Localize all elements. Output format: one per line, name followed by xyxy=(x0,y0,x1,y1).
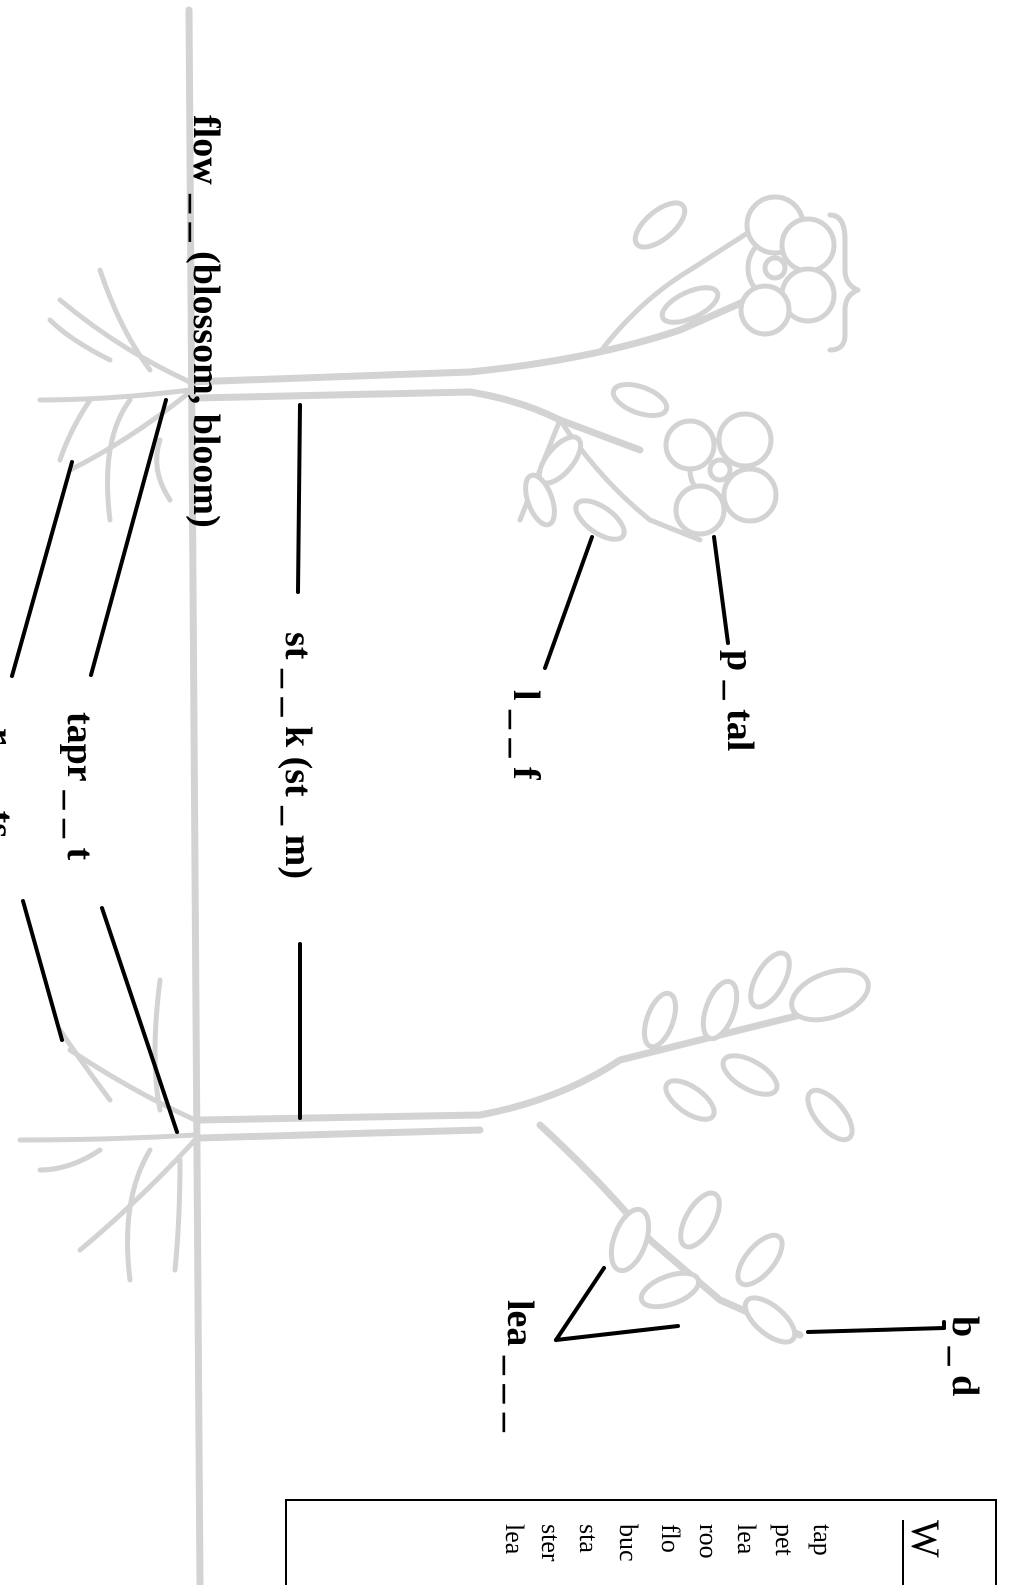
label-leaves: lea _ _ _ xyxy=(499,1300,541,1433)
flowering-plant xyxy=(37,194,861,543)
leafy-plant xyxy=(17,950,871,1345)
word-box-item: buc xyxy=(614,1524,643,1562)
label-leaf: l _ _ f xyxy=(505,690,547,781)
petal-pointer xyxy=(712,535,730,645)
label-stalk: st _ _ k (st _ m) xyxy=(277,632,319,879)
bud-pointer xyxy=(806,1326,946,1334)
roots-pointer-upper xyxy=(10,460,74,678)
ground-line xyxy=(185,6,204,1585)
label-roots: r _ _ ts xyxy=(0,728,21,838)
leaf-pointer xyxy=(543,535,594,670)
word-box-item: sta xyxy=(574,1524,603,1553)
taproot-pointer-upper xyxy=(89,398,168,677)
roots-pointer-lower xyxy=(21,899,64,1042)
word-box-frame xyxy=(285,1499,997,1585)
label-bud: b _ d xyxy=(944,1316,986,1396)
word-box-item: lea xyxy=(500,1524,529,1555)
word-box-item: flo xyxy=(656,1524,685,1553)
word-box-item: tap xyxy=(808,1524,837,1556)
leaves-pointer-lower xyxy=(554,1324,680,1342)
label-flower: flow _ _ (blossom, bloom) xyxy=(185,115,227,528)
word-box-item: roo xyxy=(694,1524,723,1559)
stalk-pointer-upper xyxy=(296,403,302,594)
word-box-item: ster xyxy=(536,1524,565,1562)
word-box-item: pet xyxy=(770,1524,799,1557)
label-petal: p _ tal xyxy=(719,650,761,751)
taproot-pointer-lower xyxy=(100,906,179,1134)
word-box-title: W xyxy=(903,1520,948,1558)
word-box-item: lea xyxy=(732,1524,761,1555)
label-taproot: tapr _ _ t xyxy=(59,712,101,860)
leaves-pointer-upper xyxy=(554,1266,606,1342)
